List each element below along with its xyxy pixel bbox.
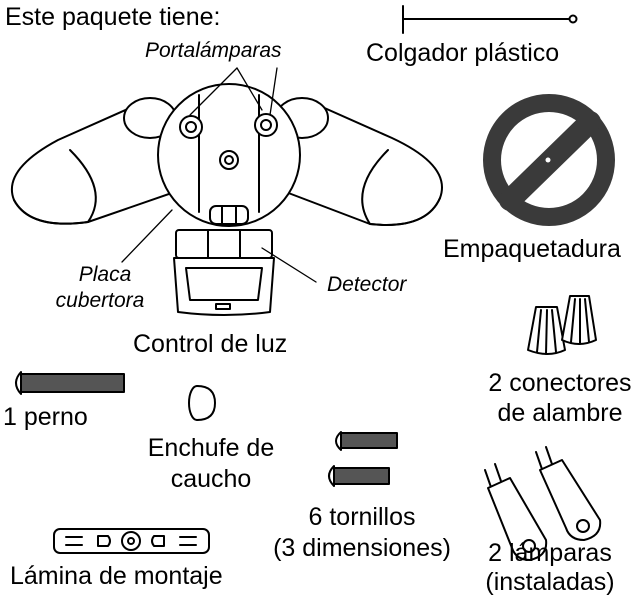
package-header: Este paquete tiene:: [5, 3, 221, 31]
cover-plate-label-line2: cubertora: [55, 289, 145, 312]
lamps-label-line2: (instaladas): [485, 568, 615, 596]
wire-connectors-label-line1: 2 conectores: [488, 369, 632, 397]
cover-plate-label-line1: Placa: [78, 263, 132, 286]
rubber-plug-icon: [188, 385, 216, 421]
plastic-hanger-label: Colgador plástico: [366, 39, 560, 67]
rubber-plug-label-line2: caucho: [170, 465, 252, 493]
rubber-plug-label-line1: Enchufe de: [147, 434, 275, 462]
lamps-label-line1: 2 lámparas: [488, 539, 612, 567]
detector-label: Detector: [327, 273, 407, 296]
mounting-strap-label: Lámina de montaje: [10, 562, 223, 590]
bolt-icon: [15, 371, 125, 395]
wire-connectors-label-line2: de alambre: [497, 399, 623, 427]
light-fixture-icon: [10, 67, 443, 316]
lamp-bulb-icon: [484, 446, 602, 561]
lamp-holders-label: Portalámparas: [145, 39, 282, 62]
plastic-hanger-icon: [402, 5, 578, 34]
light-control-label: Control de luz: [133, 330, 288, 358]
gasket-label: Empaquetadura: [443, 235, 621, 263]
screws-label-line1: 6 tornillos: [308, 503, 416, 531]
screw-icon: [328, 431, 398, 487]
mounting-strap-icon: [53, 528, 210, 554]
screws-label-line2: (3 dimensiones): [273, 534, 451, 562]
wire-connector-icon: [527, 295, 597, 355]
bolt-label: 1 perno: [3, 403, 88, 431]
gasket-icon: [483, 94, 615, 226]
